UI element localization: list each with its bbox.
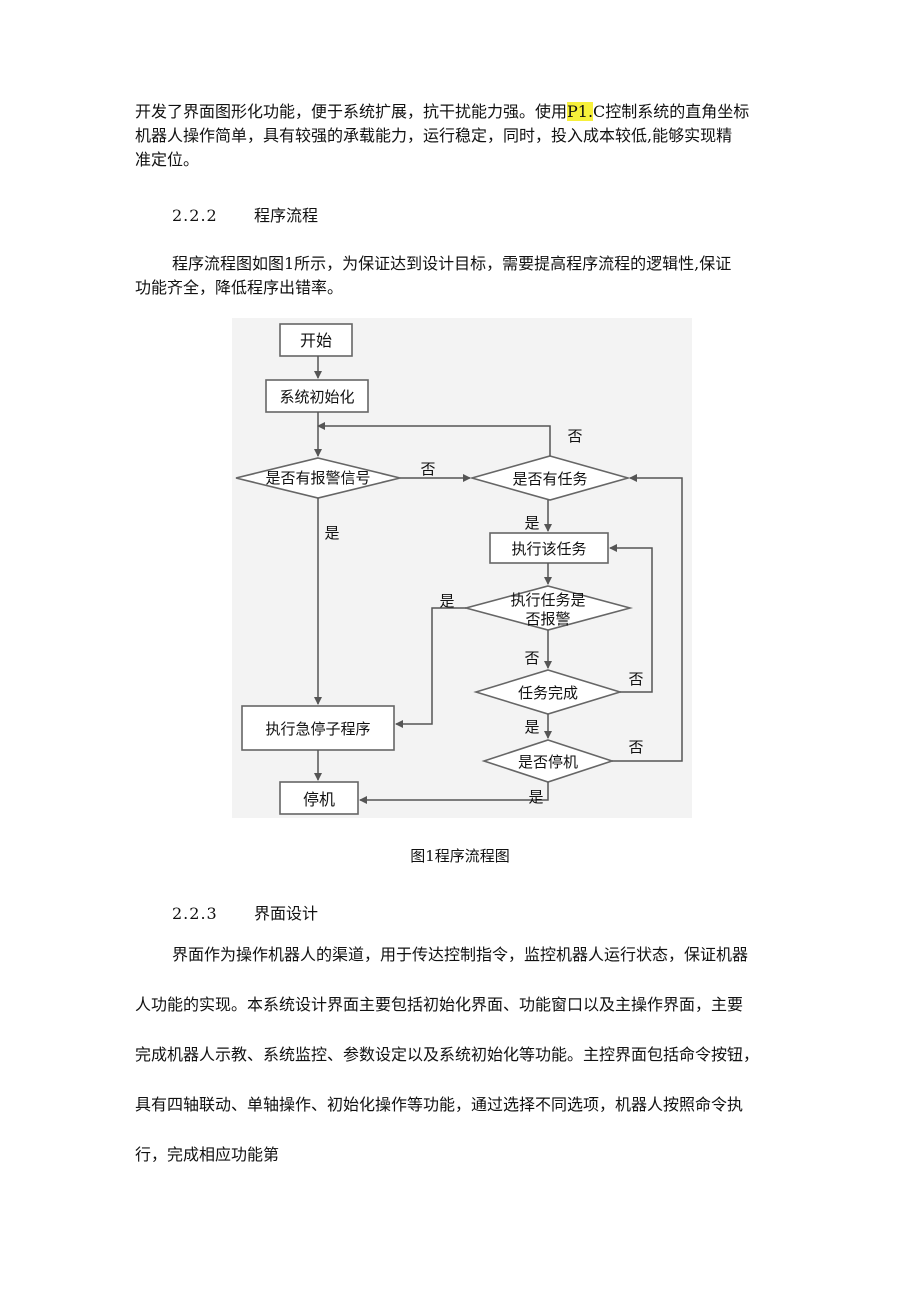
node-execute-task [489,532,609,564]
edge-task-no-loop [317,422,551,456]
edge-label-no-alarm: 否 [420,460,435,478]
section-number: 2.2.3 [172,904,218,923]
edge-label-no-stop: 否 [628,738,643,756]
label-stop: 停机 [303,790,335,809]
label-init: 系统初始化 [279,388,354,406]
intro-line2: 机器人操作简单，具有较强的承载能力，运行稳定，同时，投入成本较低,能够实现精 [135,126,733,145]
label-task-alarm-q-line1: 执行任务是 [510,591,585,609]
edge-label-yes-task-alarm: 是 [439,592,454,610]
label-task-done-q: 任务完成 [518,684,578,702]
ui-line4: 具有四轴联动、单轴操作、初始化操作等功能，通过选择不同选项，机器人按照命令执 [135,1095,744,1114]
node-estop [241,705,395,751]
section-heading-ui-design: 2.2.3 界面设计 [172,900,318,924]
edge-label-no-task: 否 [567,427,582,445]
edge-label-yes-stop: 是 [528,788,543,806]
edge-label-yes-task: 是 [524,514,539,532]
paragraph-flow: 程序流程图如图1所示，为保证达到设计目标，需要提高程序流程的逻辑性,保证 功能齐… [135,252,795,300]
paragraph-ui: 界面作为操作机器人的渠道，用于传达控制指令，监控机器人运行状态，保证机器 人功能… [135,930,795,1180]
intro-line3: 准定位。 [135,150,200,169]
edge-done-no [609,544,653,693]
edge-label-yes-done: 是 [524,718,539,736]
node-init [265,379,369,413]
flow-line1: 程序流程图如图1所示，为保证达到设计目标，需要提高程序流程的逻辑性,保证 [172,254,732,273]
ui-line1: 界面作为操作机器人的渠道，用于传达控制指令，监控机器人运行状态，保证机器 [172,945,749,964]
edge-label-no-done: 否 [628,670,643,688]
figure-caption: 图1程序流程图 [410,847,510,865]
section-number: 2.2.2 [172,206,218,225]
node-start [279,323,353,357]
section-title: 程序流程 [254,206,319,225]
edge-label-yes-alarm: 是 [324,524,339,542]
ui-line3: 完成机器人示教、系统监控、参数设定以及系统初始化等功能。主控界面包括命令按钮， [135,1045,760,1064]
intro-line1: 开发了界面图形化功能，便于系统扩展，抗干扰能力强。使用P1.C控制系统的直角坐标 [135,102,750,121]
section-title: 界面设计 [254,904,319,923]
edge-stop-yes [359,782,549,804]
flow-line2: 功能齐全，降低程序出错率。 [135,278,344,297]
label-task-alarm-q-line2: 否报警 [525,610,570,628]
label-exec-task: 执行该任务 [511,540,586,558]
node-stop [279,781,359,815]
section-heading-program-flow: 2.2.2 程序流程 [172,202,318,226]
paragraph-intro: 开发了界面图形化功能，便于系统扩展，抗干扰能力强。使用P1.C控制系统的直角坐标… [135,100,795,172]
edge-task-alarm-yes [395,607,466,728]
label-task-q: 是否有任务 [512,470,587,488]
node-task-decision [469,455,631,501]
ui-line2: 人功能的实现。本系统设计界面主要包括初始化界面、功能窗口以及主操作界面，主要 [135,995,744,1014]
label-start: 开始 [300,331,332,350]
edge-label-no-task-alarm: 否 [524,649,539,667]
ui-line5: 行，完成相应功能第 [135,1145,280,1164]
edge-stop-no [612,474,683,762]
highlighted-text: P1. [567,102,594,121]
label-alarm-q: 是否有报警信号 [265,469,370,487]
label-estop: 执行急停子程序 [265,720,370,738]
program-flowchart: 开始 系统初始化 是否有报警信号 是否有任务 执行该任务 执行任务是 否报警 任… [232,318,692,818]
label-stop-q: 是否停机 [518,753,578,771]
